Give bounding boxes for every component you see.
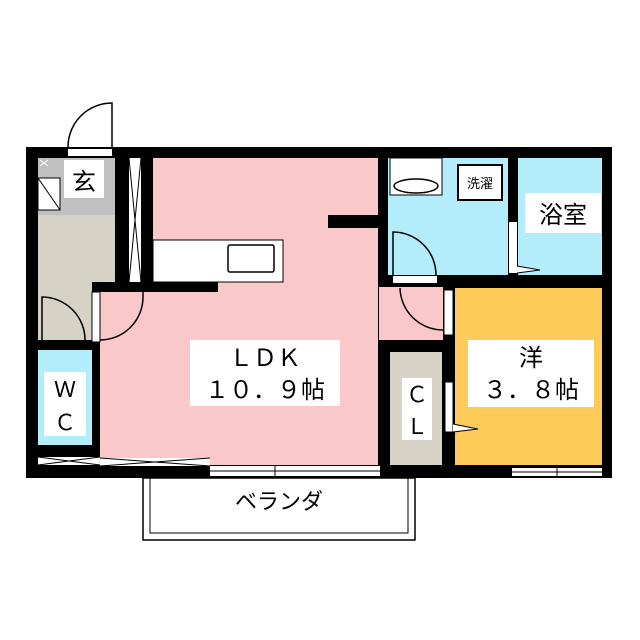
western-size: ３．８帖 — [483, 376, 579, 404]
entry-door[interactable] — [67, 102, 113, 156]
washbasin — [389, 157, 443, 196]
western-window — [512, 466, 602, 478]
ldk-door[interactable] — [99, 292, 144, 341]
ldk-window — [210, 466, 380, 476]
closet-label-2: Ｌ — [406, 415, 428, 440]
bath-door[interactable] — [509, 222, 517, 273]
closet-label-1: Ｃ — [406, 383, 428, 408]
balcony-label: ベランダ — [235, 490, 323, 515]
laundry-label: 洗濯 — [467, 177, 493, 192]
bath-label: 浴室 — [539, 201, 587, 229]
western-hall-door[interactable] — [399, 287, 444, 331]
vent-icon — [39, 159, 49, 167]
hall-closet — [128, 157, 142, 283]
ldk-label: ＬＤＫ — [229, 344, 301, 372]
western-label: 洋 — [519, 344, 543, 372]
sink-icon — [227, 244, 275, 273]
wc-label-2: Ｃ — [54, 411, 76, 436]
wc-door[interactable] — [41, 296, 86, 341]
genkan-label: 玄 — [72, 168, 96, 196]
closet-door[interactable] — [444, 381, 454, 433]
wc-label-1: Ｗ — [54, 378, 76, 403]
ldk-size: １０．９帖 — [205, 376, 325, 404]
washroom-door[interactable] — [392, 231, 437, 276]
balcony: ベランダ — [142, 477, 416, 541]
laundry-space: 洗濯 — [457, 164, 503, 201]
kitchen-counter — [152, 239, 284, 283]
window-small — [37, 456, 211, 467]
interior-wall — [92, 282, 218, 292]
